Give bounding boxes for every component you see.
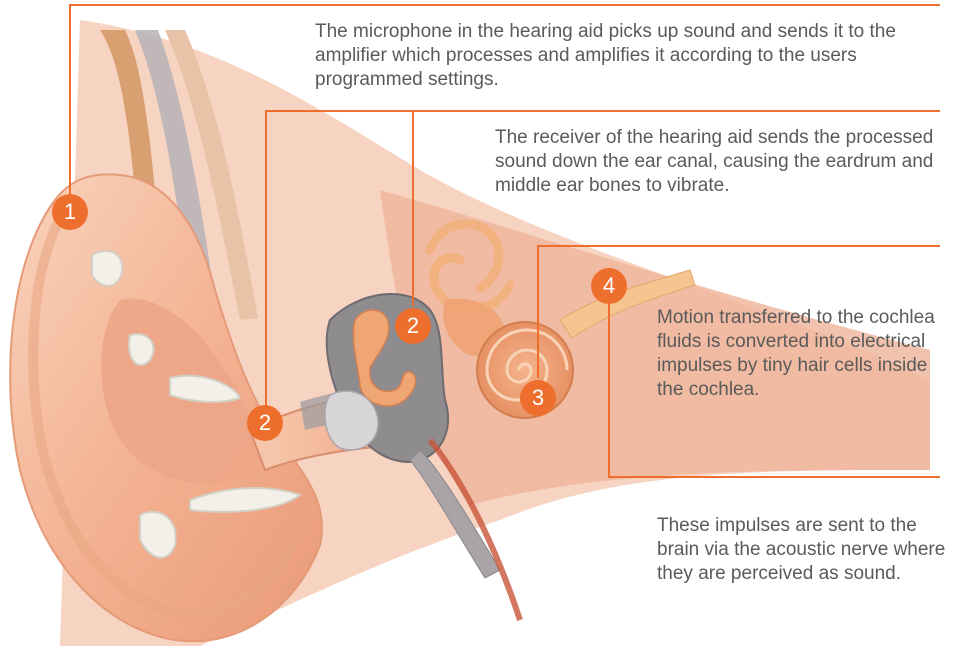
caption-cochlea: Motion transferred to the cochlea fluids… <box>657 306 947 402</box>
marker-3: 3 <box>520 380 556 416</box>
marker-4: 4 <box>591 268 627 304</box>
marker-2-canal: 2 <box>247 405 283 441</box>
marker-2-bones: 2 <box>395 308 431 344</box>
caption-nerve: These impulses are sent to the brain via… <box>657 514 962 586</box>
cartilage-2 <box>129 334 154 365</box>
caption-receiver: The receiver of the hearing aid sends th… <box>495 126 950 198</box>
marker-1: 1 <box>52 194 88 230</box>
cartilage-1 <box>92 251 122 286</box>
caption-microphone: The microphone in the hearing aid picks … <box>315 20 955 92</box>
